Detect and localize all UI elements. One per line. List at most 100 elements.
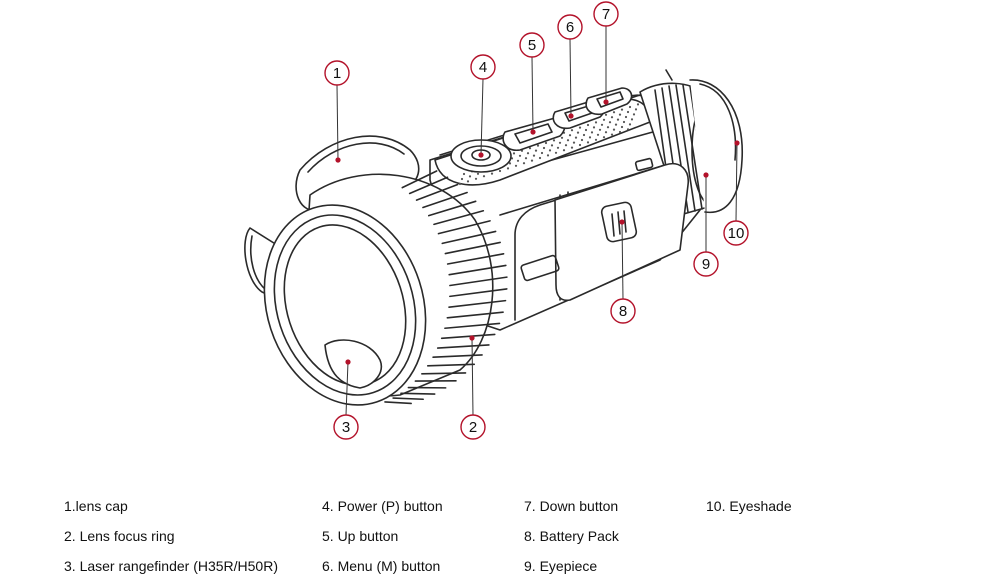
texture-dot [612,111,616,114]
callout-3-label: 3 [342,419,350,436]
texture-dot [558,141,562,144]
texture-dot [568,134,572,137]
texture-dot [598,128,602,131]
leader-line-3 [345,361,349,416]
texture-dot [554,151,558,154]
texture-dot [608,121,612,124]
focus-ring-rib [401,170,438,189]
callout-10-label: 10 [728,225,745,242]
texture-dot [614,123,618,126]
legend-item-10: 10. Eyeshade [706,498,792,514]
texture-dot [474,177,478,180]
texture-dot [566,139,570,142]
texture-dot [606,126,610,129]
texture-dot [570,146,574,149]
texture-dot [552,139,556,142]
leader-dot-6 [568,113,574,119]
texture-dot [620,108,624,111]
texture-dot [584,128,588,132]
leader-dot-10 [734,140,740,146]
texture-dot [468,175,472,178]
leader-dot-2 [469,335,475,341]
focus-ring-rib [408,176,449,195]
texture-dot [602,136,606,139]
texture-dot [476,172,480,175]
focus-ring-rib [415,183,459,201]
focus-ring-rib [449,276,508,287]
focus-ring-rib [384,401,412,405]
leader-dot-5 [530,129,536,135]
focus-ring-rib [432,354,483,359]
focus-ring-rib [448,299,507,308]
texture-dot [634,108,638,111]
legend-item-8: 8. Battery Pack [524,528,619,544]
texture-dot [462,172,466,176]
texture-dot [628,105,632,109]
leader-line-2 [471,337,474,416]
texture-dot [466,180,470,183]
leader-line-10 [735,142,738,222]
callout-1: 1 [324,60,350,86]
focus-ring-rib [437,220,491,235]
focus-ring-rib [421,372,467,375]
texture-dot [618,130,622,134]
leader-dot-9 [703,172,709,178]
focus-ring-rib [444,322,501,330]
texture-dot [540,151,544,155]
focus-ring-rib [448,264,507,276]
callout-1-label: 1 [333,65,341,82]
focus-ring-rib [436,344,490,349]
texture-dot [626,110,630,114]
texture-dot [536,144,540,147]
legend-item-7: 7. Down button [524,498,619,514]
texture-dot [576,131,580,134]
focus-ring-rib [449,288,508,298]
down-button[interactable] [585,87,633,116]
focus-ring-rib [440,333,496,340]
texture-dot [594,121,598,124]
leader-line-6 [569,38,572,117]
texture-dot [518,154,522,157]
callout-4-label: 4 [479,59,487,76]
texture-dot [618,113,622,116]
texture-dot [582,133,586,137]
texture-dot [550,144,554,147]
leader-dot-1 [335,157,341,163]
texture-dot [506,167,510,170]
texture-dot [562,149,566,152]
callout-2-label: 2 [469,419,477,436]
texture-dot [548,149,552,152]
focus-ring-rib [426,363,476,367]
legend-item-5: 5. Up button [322,528,399,544]
callout-8-label: 8 [619,303,627,320]
texture-dot [522,162,526,165]
texture-dot [632,113,636,116]
callout-9-label: 9 [702,256,710,273]
texture-dot [610,133,614,136]
texture-dot [624,115,628,119]
texture-dot [526,152,530,155]
texture-dot [542,146,546,150]
texture-dot [588,136,592,139]
focus-ring-rib [422,191,468,209]
legend-item-4: 4. Power (P) button [322,498,443,514]
texture-dot [622,120,626,124]
texture-dot [590,131,594,134]
texture-dot [592,126,596,129]
texture-dot [628,123,632,126]
texture-dot [498,169,502,173]
texture-dot [610,116,614,119]
texture-dot [532,154,536,157]
leader-line-8 [621,221,624,300]
texture-dot [564,144,568,147]
logo-plate [520,254,560,282]
texture-dot [586,141,590,144]
focus-ring-rib [446,253,505,265]
texture-dot [570,129,574,132]
texture-dot [524,157,528,160]
texture-dot [572,141,576,144]
texture-dot [458,182,462,186]
front-lens [263,204,427,406]
texture-dot [516,159,520,162]
texture-dot [514,164,518,167]
